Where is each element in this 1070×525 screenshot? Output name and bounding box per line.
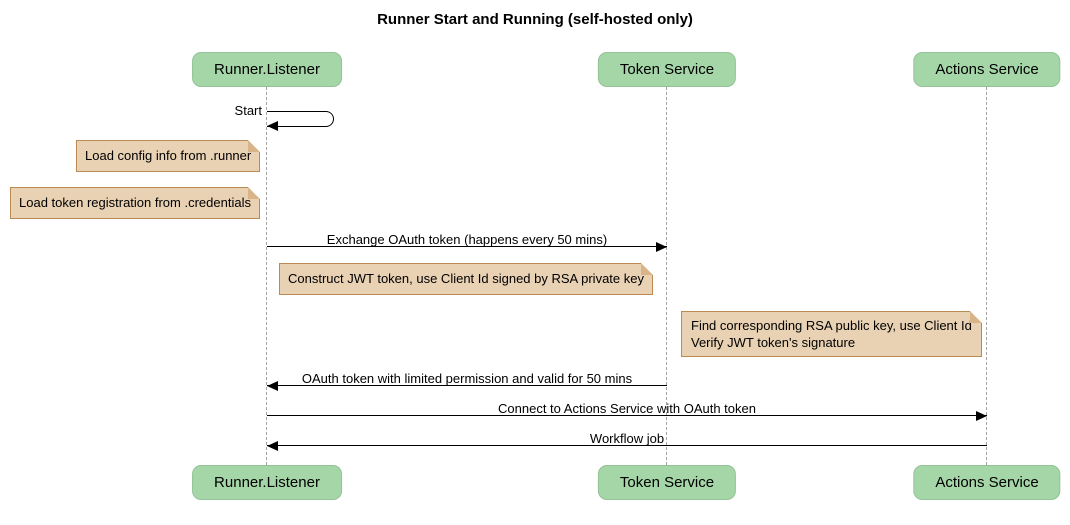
lifeline-runner-listener — [266, 87, 267, 465]
message-line-workflow-job — [267, 445, 987, 446]
participant-top-token-service: Token Service — [597, 52, 737, 87]
message-label-workflow-job: Workflow job — [589, 431, 665, 446]
note-verify-jwt-line2: Verify JWT token's signature — [691, 335, 856, 350]
arrowhead-left-icon — [267, 381, 278, 391]
participant-bottom-token-service: Token Service — [597, 465, 737, 500]
arrowhead-right-icon — [656, 242, 667, 252]
diagram-title: Runner Start and Running (self-hosted on… — [377, 11, 693, 28]
note-load-config: Load config info from .runner — [76, 140, 261, 172]
message-line-exchange-oauth — [267, 246, 667, 247]
message-label-connect-actions: Connect to Actions Service with OAuth to… — [498, 401, 756, 416]
participant-bottom-actions-service: Actions Service — [913, 465, 1061, 500]
participant-top-runner-listener: Runner.Listener — [192, 52, 342, 87]
arrowhead-right-icon — [976, 411, 987, 421]
note-load-token-registration: Load token registration from .credential… — [10, 187, 260, 219]
message-line-connect-actions — [267, 415, 987, 416]
lifeline-token-service — [666, 87, 667, 465]
note-verify-jwt-line1: Find corresponding RSA public key, use C… — [691, 318, 972, 333]
message-label-exchange-oauth: Exchange OAuth token (happens every 50 m… — [326, 232, 608, 247]
arrowhead-left-icon — [267, 441, 278, 451]
participant-bottom-runner-listener: Runner.Listener — [192, 465, 342, 500]
note-verify-jwt: Find corresponding RSA public key, use C… — [681, 311, 982, 357]
message-label-oauth-token-back: OAuth token with limited permission and … — [301, 371, 633, 386]
self-message-loop — [267, 111, 334, 127]
message-line-oauth-token-back — [267, 385, 667, 386]
lifeline-actions-service — [986, 87, 987, 465]
message-label-start: Start — [234, 103, 262, 118]
participant-top-actions-service: Actions Service — [913, 52, 1061, 87]
note-construct-jwt: Construct JWT token, use Client Id signe… — [279, 263, 653, 295]
arrowhead-left-icon — [267, 121, 278, 131]
